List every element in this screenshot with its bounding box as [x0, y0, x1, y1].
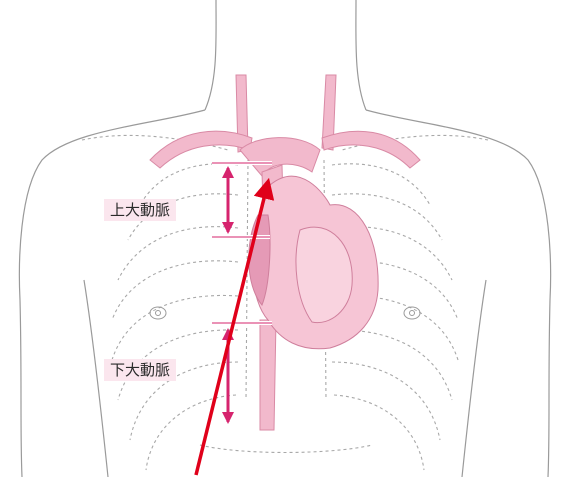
- lower-arrow-bottom-head: [222, 412, 234, 424]
- lower-aorta-label: 下大動脈: [104, 359, 176, 381]
- descending-aorta: [260, 320, 276, 430]
- neck-right-line: [356, 0, 366, 110]
- left-shoulder-line: [19, 110, 205, 477]
- left-nipple: [150, 307, 166, 319]
- right-rib-6: [332, 330, 452, 400]
- right-rib-1: [332, 164, 430, 205]
- upper-arrow-bottom-head: [222, 222, 234, 234]
- left-nipple-center: [156, 311, 161, 316]
- right-subclavian-artery: [322, 131, 420, 168]
- right-nipple: [404, 307, 420, 319]
- right-rib-8: [334, 395, 424, 470]
- left-rib-4: [112, 261, 238, 320]
- neck-left-line: [205, 0, 216, 110]
- sternum-left-edge: [246, 160, 248, 400]
- lower-costal-margin: [200, 445, 372, 453]
- left-rib-8: [146, 395, 236, 470]
- upper-arrow-top-head: [222, 166, 234, 178]
- right-shoulder-line: [366, 110, 551, 477]
- left-rib-5: [112, 295, 238, 360]
- right-armpit-line: [462, 280, 486, 477]
- right-nipple-center: [410, 311, 415, 316]
- left-rib-3: [118, 227, 238, 280]
- upper-aorta-label: 上大動脈: [104, 199, 176, 221]
- right-rib-7: [332, 362, 440, 440]
